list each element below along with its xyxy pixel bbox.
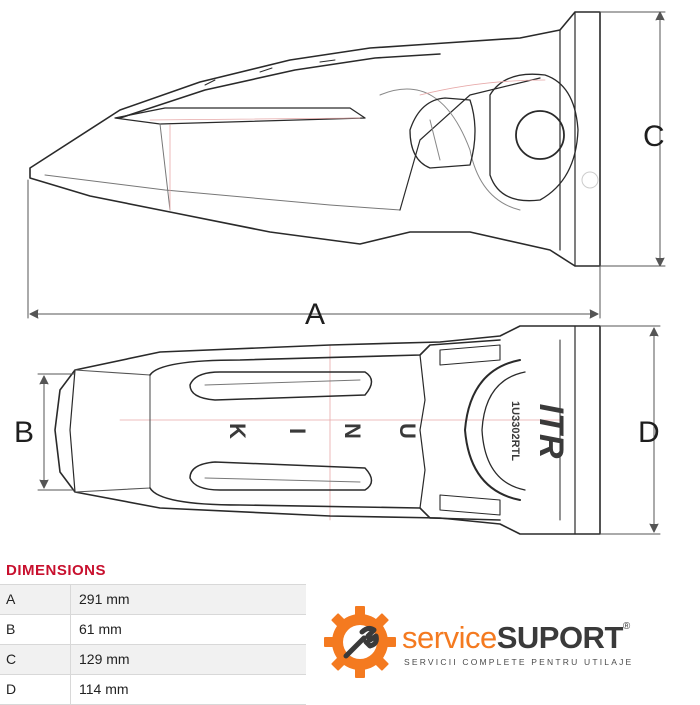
row-value: 114 mm — [79, 681, 129, 697]
dimensions-title: DIMENSIONS — [0, 558, 306, 585]
row-key: D — [0, 675, 71, 704]
table-row: B 61 mm — [0, 615, 306, 645]
logo-tagline: SERVICII COMPLETE PENTRU UTILAJE — [404, 657, 634, 667]
wrench-icon — [343, 625, 379, 659]
dimension-b-line — [37, 373, 75, 491]
top-view — [54, 325, 601, 535]
side-letter-k: K — [225, 423, 250, 439]
dimensions-table: DIMENSIONS A 291 mm B 61 mm C 129 mm D 1… — [0, 558, 306, 705]
label-a: A — [305, 298, 326, 331]
dimension-a-line — [27, 179, 601, 319]
table-row: A 291 mm — [0, 585, 306, 615]
logo-word-service: service — [402, 620, 497, 655]
brand-mark-itr: ITR — [532, 404, 570, 459]
part-number-mark: 1U3302RTL — [509, 401, 521, 461]
registered-mark: ® — [622, 621, 630, 632]
side-view — [29, 11, 601, 267]
dimension-c-line — [599, 11, 666, 267]
row-value: 61 mm — [79, 621, 122, 637]
table-row: C 129 mm — [0, 645, 306, 675]
label-b: B — [14, 416, 35, 449]
side-letter-n: N — [340, 423, 365, 439]
servicesuport-logo: serviceSUPORT® SERVICII COMPLETE PENTRU … — [320, 600, 690, 690]
side-letter-u: U — [395, 423, 420, 439]
row-key: B — [0, 615, 71, 644]
gear-icon — [324, 606, 396, 678]
label-c: C — [643, 120, 665, 153]
row-value: 129 mm — [79, 651, 130, 667]
logo-wordmark: serviceSUPORT® — [402, 620, 630, 655]
side-letter-i: I — [285, 428, 310, 434]
row-key: C — [0, 645, 71, 674]
dimension-d-line — [599, 325, 661, 535]
table-row: D 114 mm — [0, 675, 306, 705]
logo-word-suport: SUPORT — [496, 620, 624, 655]
dimensions-rows: A 291 mm B 61 mm C 129 mm D 114 mm — [0, 585, 306, 705]
row-key: A — [0, 585, 71, 614]
row-value: 291 mm — [79, 591, 130, 607]
tooth-technical-drawing: K I N U ITR 1U3302RTL — [27, 11, 666, 535]
label-d: D — [638, 416, 660, 449]
